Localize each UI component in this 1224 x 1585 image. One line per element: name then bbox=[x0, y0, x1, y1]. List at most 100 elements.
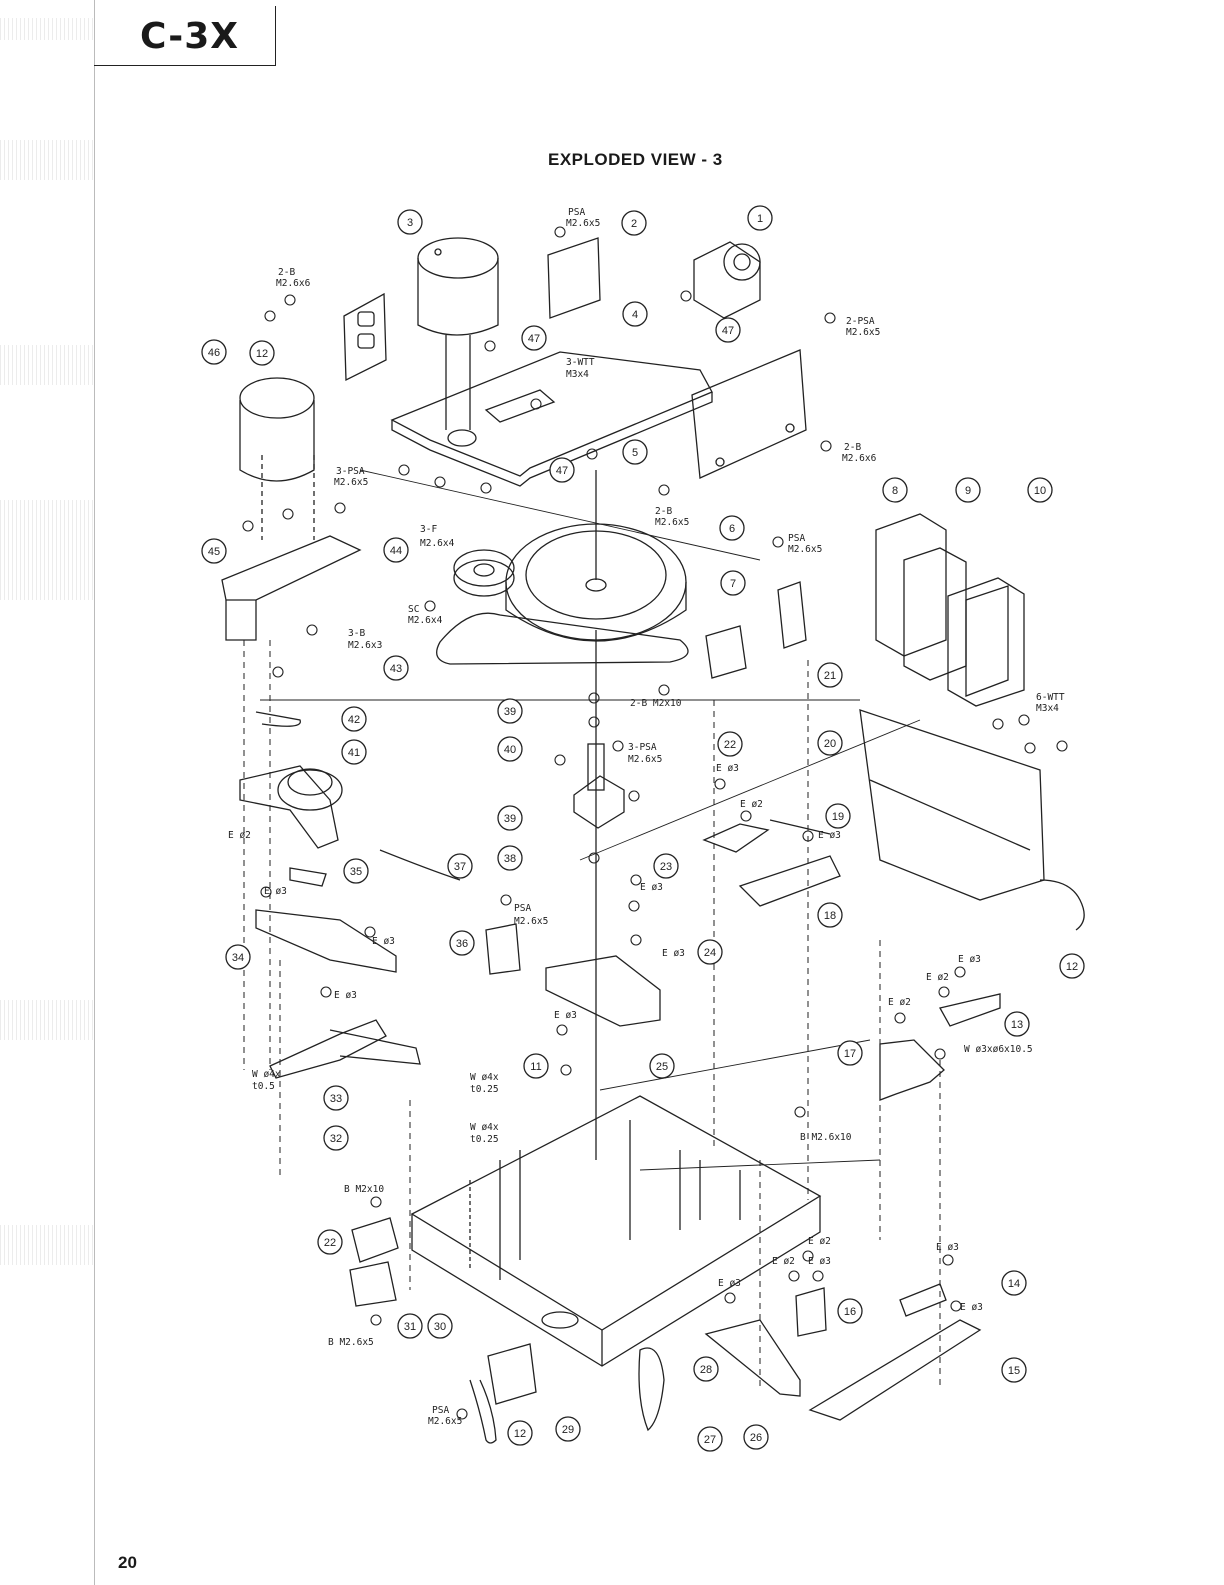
callout-number: 22 bbox=[724, 739, 736, 751]
bracket-21 bbox=[777, 581, 807, 649]
part-label: SC bbox=[408, 604, 419, 615]
part-label: t0.5 bbox=[252, 1081, 275, 1092]
callout-number: 19 bbox=[832, 811, 844, 823]
callout-circle bbox=[383, 655, 409, 681]
callout-number: 5 bbox=[632, 447, 638, 459]
part-label: M2.6x5 bbox=[655, 517, 689, 528]
callout-4: 4 bbox=[622, 301, 648, 327]
part-label: E ø3 bbox=[818, 830, 841, 841]
part-label: 3-PSA bbox=[628, 742, 657, 753]
callout-16: 16 bbox=[837, 1298, 863, 1324]
part-label: 2-B M2x10 bbox=[630, 698, 682, 709]
part-label: M2.6x6 bbox=[842, 453, 877, 464]
callout-circle bbox=[720, 570, 746, 596]
callout-41: 41 bbox=[341, 739, 367, 765]
callout-21: 21 bbox=[817, 662, 843, 688]
part-label: E ø3 bbox=[662, 948, 685, 959]
callout-28: 28 bbox=[693, 1356, 719, 1382]
callout-circle bbox=[249, 340, 275, 366]
callout-circle bbox=[1059, 953, 1085, 979]
scan-noise bbox=[0, 18, 94, 40]
part-label: E ø2 bbox=[228, 830, 251, 841]
callout-number: 20 bbox=[824, 738, 836, 750]
callout-number: 47 bbox=[722, 325, 734, 337]
callout-circle bbox=[397, 1313, 423, 1339]
part-label: M2.6x5 bbox=[334, 477, 368, 488]
callout-circle bbox=[747, 205, 773, 231]
callout-circle bbox=[719, 515, 745, 541]
callout-15: 15 bbox=[1001, 1357, 1027, 1383]
part-label: M3x4 bbox=[566, 369, 589, 380]
motor-bracket bbox=[343, 292, 387, 382]
belt-27 bbox=[638, 1347, 665, 1432]
lever-12-bottom bbox=[469, 1379, 497, 1444]
scan-noise bbox=[0, 140, 94, 180]
callout-number: 1 bbox=[757, 213, 763, 225]
motor-3 bbox=[417, 237, 499, 430]
callout-circle bbox=[882, 477, 908, 503]
callout-circle bbox=[449, 930, 475, 956]
callout-circle bbox=[497, 698, 523, 724]
callout-circle bbox=[555, 1416, 581, 1442]
part-label: M3x4 bbox=[1036, 703, 1059, 714]
callout-circle bbox=[1027, 477, 1053, 503]
callout-number: 3 bbox=[407, 217, 413, 229]
screws bbox=[242, 226, 1068, 1420]
callout-24: 24 bbox=[697, 939, 723, 965]
part-label: E ø3 bbox=[640, 882, 663, 893]
callout-22: 22 bbox=[717, 731, 743, 757]
callout-circle bbox=[622, 439, 648, 465]
wire-37 bbox=[379, 849, 461, 881]
bracket-16 bbox=[795, 1287, 827, 1337]
callout-circle bbox=[521, 325, 547, 351]
callout-number: 46 bbox=[208, 347, 220, 359]
part-label: W ø4x bbox=[470, 1122, 499, 1133]
lever-34 bbox=[255, 909, 397, 973]
callout-number: 29 bbox=[562, 1424, 574, 1436]
chassis-plate-4 bbox=[390, 351, 713, 487]
scan-noise bbox=[0, 1000, 94, 1040]
callout-8: 8 bbox=[882, 477, 908, 503]
part-label: E ø3 bbox=[936, 1242, 959, 1253]
callout-18: 18 bbox=[817, 902, 843, 928]
callout-29: 29 bbox=[555, 1416, 581, 1442]
callout-circle bbox=[649, 1053, 675, 1079]
callout-number: 12 bbox=[1066, 961, 1078, 973]
callout-circle bbox=[397, 209, 423, 235]
callout-number: 36 bbox=[456, 938, 468, 950]
pulley-44 bbox=[453, 549, 515, 597]
part-label: E ø3 bbox=[554, 1010, 577, 1021]
callout-number: 11 bbox=[530, 1061, 541, 1073]
part-label: 2-B bbox=[278, 267, 295, 278]
part-label: 3-WTT bbox=[566, 357, 595, 368]
callout-circle bbox=[341, 706, 367, 732]
callout-circle bbox=[743, 1424, 769, 1450]
callout-47: 47 bbox=[715, 317, 741, 343]
callout-number: 23 bbox=[660, 861, 672, 873]
callout-40: 40 bbox=[497, 736, 523, 762]
part-label: t0.25 bbox=[470, 1084, 499, 1095]
lever-18 bbox=[738, 855, 841, 907]
callout-number: 41 bbox=[348, 747, 360, 759]
part-label: E ø3 bbox=[372, 936, 395, 947]
callout-circle bbox=[497, 805, 523, 831]
callout-35: 35 bbox=[343, 858, 369, 884]
callout-circle bbox=[653, 853, 679, 879]
part-label: W ø4x bbox=[252, 1069, 281, 1080]
callout-23: 23 bbox=[653, 853, 679, 879]
model-name: C-3X bbox=[140, 16, 239, 57]
part-label: t0.25 bbox=[470, 1134, 499, 1145]
part-label: E ø3 bbox=[264, 886, 287, 897]
callout-circle bbox=[323, 1085, 349, 1111]
callout-number: 31 bbox=[404, 1321, 416, 1333]
callout-32: 32 bbox=[323, 1125, 349, 1151]
bracket-36 bbox=[485, 923, 521, 975]
callout-number: 33 bbox=[330, 1093, 342, 1105]
callout-number: 6 bbox=[729, 523, 735, 535]
lever-13 bbox=[939, 993, 1001, 1027]
callout-44: 44 bbox=[383, 537, 409, 563]
callout-number: 16 bbox=[844, 1306, 856, 1318]
callout-number: 40 bbox=[504, 744, 516, 756]
callout-circle bbox=[693, 1356, 719, 1382]
